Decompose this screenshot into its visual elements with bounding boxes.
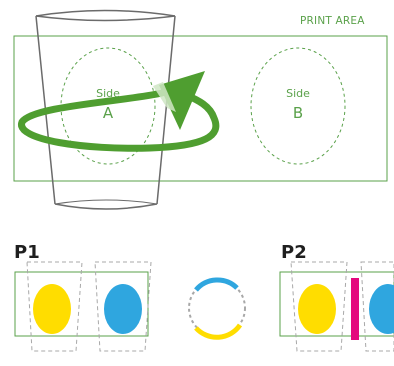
p2-templates (279, 261, 394, 352)
p1-templates (14, 261, 152, 352)
p1-yellow-dot (33, 284, 71, 334)
flip-cycle-icon (188, 277, 246, 340)
p1-label: P1 (14, 242, 40, 263)
p2-yellow-dot (298, 284, 336, 334)
p2-magenta-seam (351, 278, 359, 340)
side-b-title: Side (286, 87, 310, 100)
print-area-label: PRINT AREA (300, 15, 365, 27)
p2-frame (279, 271, 394, 337)
p1-blue-dot (104, 284, 142, 334)
p2-blue-dot (369, 284, 394, 334)
side-b-oval (250, 47, 346, 165)
print-area-frame (13, 35, 388, 182)
rotate-arrow-icon (18, 71, 220, 152)
p1-cup-outline-left (26, 261, 83, 352)
side-a-title: Side (96, 87, 120, 100)
p2-cup-outline-right (360, 261, 394, 352)
side-a-oval (60, 47, 156, 165)
p2-label: P2 (281, 242, 307, 263)
side-b-letter: B (292, 104, 304, 122)
side-a-letter: A (102, 104, 114, 122)
p2-cup-outline-left (290, 261, 348, 352)
p1-cup-outline-right (94, 261, 152, 352)
